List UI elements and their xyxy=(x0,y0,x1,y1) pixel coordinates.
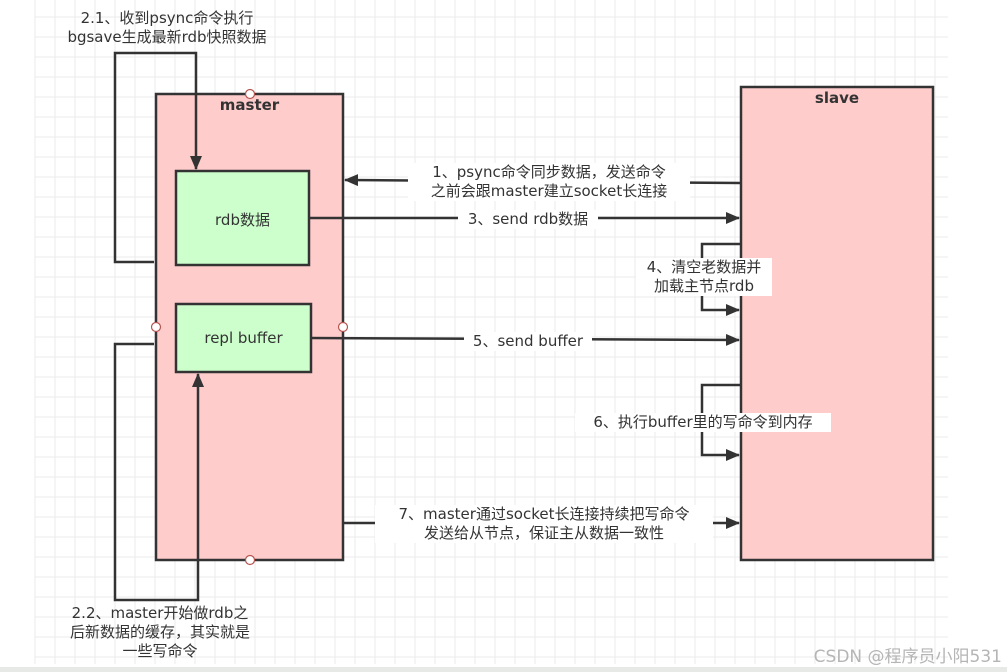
connection-handle-right[interactable] xyxy=(337,321,349,333)
edge-step-2-2[interactable] xyxy=(113,342,204,602)
edge-label-line: 4、清空老数据并 xyxy=(646,258,762,276)
rdb-label: rdb数据 xyxy=(215,211,270,229)
edge-label-line: 后新数据的缓存，其实就是 xyxy=(69,623,250,641)
connection-handle-left[interactable] xyxy=(150,321,162,333)
edge-label-step-7: 7、master通过socket长连接持续把写命令 发送给从节点，保证主从数据一… xyxy=(375,505,713,543)
edge-label-line: 一些写命令 xyxy=(122,642,198,660)
watermark: CSDN @程序员小阳531 xyxy=(813,647,1002,667)
edge-label-line: 2.1、收到psync命令执行 xyxy=(80,9,254,27)
edge-label-step-1: 1、psync命令同步数据，发送命令 之前会跟master建立socket长连接 xyxy=(408,163,690,201)
edge-label-line: 之前会跟master建立socket长连接 xyxy=(430,182,668,200)
edge-label-step-3: 3、send rdb数据 xyxy=(458,210,598,229)
edge-step-2-1[interactable] xyxy=(113,51,202,264)
connection-handle-top[interactable] xyxy=(244,88,256,100)
edge-label-line: 1、psync命令同步数据，发送命令 xyxy=(432,163,666,181)
edge-label-line: 2.2、master开始做rdb之 xyxy=(71,604,249,622)
rdb-node[interactable] xyxy=(174,169,311,267)
edge-label-step-2-1: 2.1、收到psync命令执行 bgsave生成最新rdb快照数据 xyxy=(52,9,282,47)
edge-label-step-4: 4、清空老数据并 加载主节点rdb xyxy=(636,258,772,296)
edge-label-step-5: 5、send buffer xyxy=(464,332,592,351)
edge-label-line: 发送给从节点，保证主从数据一致性 xyxy=(423,524,664,542)
slave-title: slave xyxy=(814,89,860,107)
master-title: master xyxy=(219,96,280,114)
edge-label-line: 7、master通过socket长连接持续把写命令 xyxy=(398,505,690,523)
slave-node[interactable] xyxy=(739,85,935,562)
edge-label-step-2-2: 2.2、master开始做rdb之 后新数据的缓存，其实就是 一些写命令 xyxy=(40,604,280,661)
connection-handle-bottom[interactable] xyxy=(244,554,256,566)
edge-label-line: bgsave生成最新rdb快照数据 xyxy=(67,28,267,46)
edge-label-step-6: 6、执行buffer里的写命令到内存 xyxy=(575,413,831,432)
repl-buffer-label: repl buffer xyxy=(204,329,283,347)
bottom-scroll-bar xyxy=(0,667,1007,672)
edge-label-line: 加载主节点rdb xyxy=(654,277,754,295)
